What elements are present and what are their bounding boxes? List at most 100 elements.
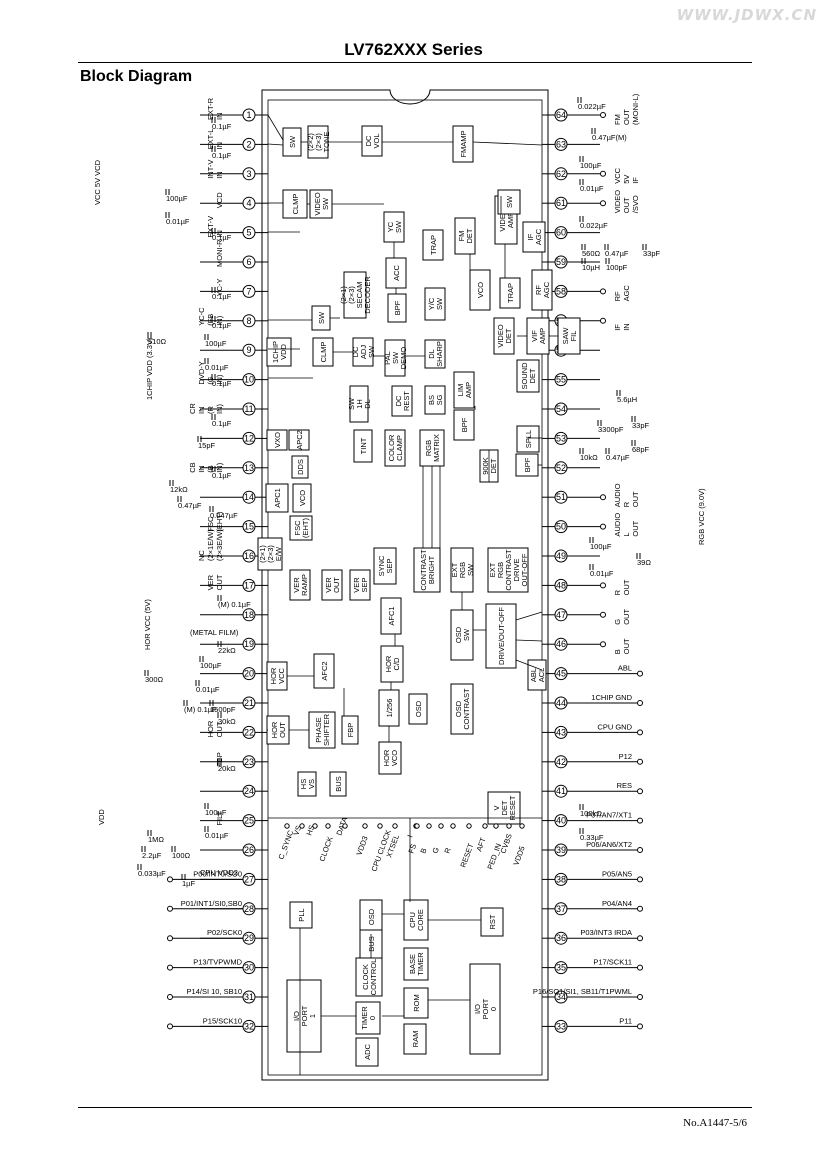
terminal-circle (600, 523, 606, 530)
pin-21-number: 21 (244, 698, 254, 708)
cpu-vdd2-label: CPU VDD2 (200, 868, 238, 877)
block-label: FM (457, 231, 466, 242)
block-46 (341, 715, 359, 745)
block-label: VIDEO (313, 192, 322, 216)
block-label: RGB (458, 562, 467, 578)
terminal-circle (167, 876, 173, 883)
pin-18-number: 18 (244, 610, 254, 620)
block-label: RGB (496, 562, 505, 578)
vdd-label: VDD (97, 809, 106, 825)
rgb-vcc-label: RGB VCC (9.0V) (697, 488, 706, 545)
block-label: BPF (460, 417, 469, 432)
block-label: CONTRAST (504, 549, 513, 591)
pin-47-label: G (613, 619, 622, 625)
pin-61-number: 61 (556, 198, 566, 208)
bus-terminal (426, 823, 432, 829)
block-label: 1H (355, 399, 364, 409)
block-41 (485, 603, 517, 669)
block-label: AMP (506, 212, 515, 228)
block-label: HS (299, 779, 308, 789)
block-70 (487, 791, 521, 825)
pin-3-label: INT-V (206, 160, 215, 179)
block-39 (380, 645, 404, 683)
terminal-circle (637, 847, 643, 853)
pin-46-label: B (613, 649, 622, 654)
block-3 (452, 125, 474, 163)
component-value: 0.47µF (606, 453, 630, 462)
bus-terminal (438, 823, 444, 829)
block-label: TRAP (506, 283, 515, 303)
block-label: DEMO (399, 347, 408, 370)
pin-58-label: AGC (622, 285, 631, 302)
block-label: HOR (269, 667, 278, 684)
pin-61-label: VIDEO (613, 190, 622, 214)
block-label: AMP (538, 328, 547, 344)
pin-3-number: 3 (246, 169, 251, 179)
bus-terminal (466, 823, 472, 829)
pin-38-label: P05/AN5 (602, 869, 632, 878)
block-label: PLL (297, 908, 306, 921)
component-value: (M) 0.1µF (184, 705, 217, 714)
bus-terminal (325, 823, 331, 829)
block-label: COLOR (387, 434, 396, 461)
terminal-circle (167, 1023, 173, 1030)
inner-frame (267, 99, 543, 1076)
pin-23-number: 23 (244, 757, 254, 767)
block-31 (289, 569, 311, 601)
pin-57-label: IF (613, 324, 622, 331)
pin-22-label: HOR (206, 720, 215, 737)
block-label: CORE (416, 909, 425, 931)
block-33 (349, 569, 371, 601)
block-54 (522, 221, 546, 253)
block-label: OUT (278, 722, 287, 738)
pin-46-number: 46 (556, 639, 566, 649)
page-reference: No.A1447-5/6 (683, 1117, 747, 1129)
wire (472, 141, 543, 146)
pin-61-label: OUT (622, 197, 631, 213)
block-label: FSC (293, 520, 302, 536)
block-label: E/W (274, 546, 283, 561)
block-label: PAL (383, 351, 392, 365)
block-label: (2×3) (347, 286, 356, 304)
pin-6-label: MONI-R (215, 239, 224, 267)
block-42 (313, 653, 335, 689)
component-value: 1µF (182, 879, 195, 888)
pin-43-label: CPU GND (597, 722, 632, 731)
block-78 (355, 1001, 381, 1035)
pin-39-label: P06/AN6/XT2 (586, 840, 632, 849)
block-68 (297, 771, 317, 797)
terminal-circle (637, 994, 643, 1000)
pin-33-label: P11 (619, 1016, 632, 1025)
block-label: 1 (308, 1014, 317, 1018)
block-34 (373, 547, 397, 585)
component-value: 0.01µF (196, 685, 220, 694)
component-value: 0.33µF (580, 833, 604, 842)
block-label: SW (462, 628, 471, 641)
pin-37-number: 37 (556, 904, 566, 914)
pin-5-label: EXT-V (206, 216, 215, 238)
component-value: 100µF (580, 161, 602, 170)
pin-13-label: IN) (215, 462, 224, 473)
component-value: 12kΩ (170, 485, 188, 494)
component-value: 510Ω (148, 337, 167, 346)
block-79 (403, 987, 429, 1019)
block-label: 0 (489, 1007, 498, 1011)
pin-45-label: ABL (618, 664, 632, 673)
terminal-circle (637, 964, 643, 971)
block-label: RAMP (300, 574, 309, 596)
pin-46-label: OUT (622, 638, 631, 654)
component-value: 2.2µF (142, 851, 162, 860)
block-label: DC (394, 395, 403, 406)
pin-8-label: YC-C (197, 307, 206, 326)
block-label: CLMP (291, 194, 300, 215)
pin-5-number: 5 (246, 228, 251, 238)
component-value: 100µF (590, 542, 612, 551)
terminal-circle (600, 112, 606, 118)
top-rule (78, 62, 752, 63)
block-label: DET (528, 368, 537, 383)
bus-label: RESET (458, 842, 475, 869)
component-value: 0.01µF (205, 363, 229, 372)
block-label: TIMER (416, 952, 425, 976)
block-16 (384, 339, 406, 377)
block-label: 0 (368, 1016, 377, 1020)
